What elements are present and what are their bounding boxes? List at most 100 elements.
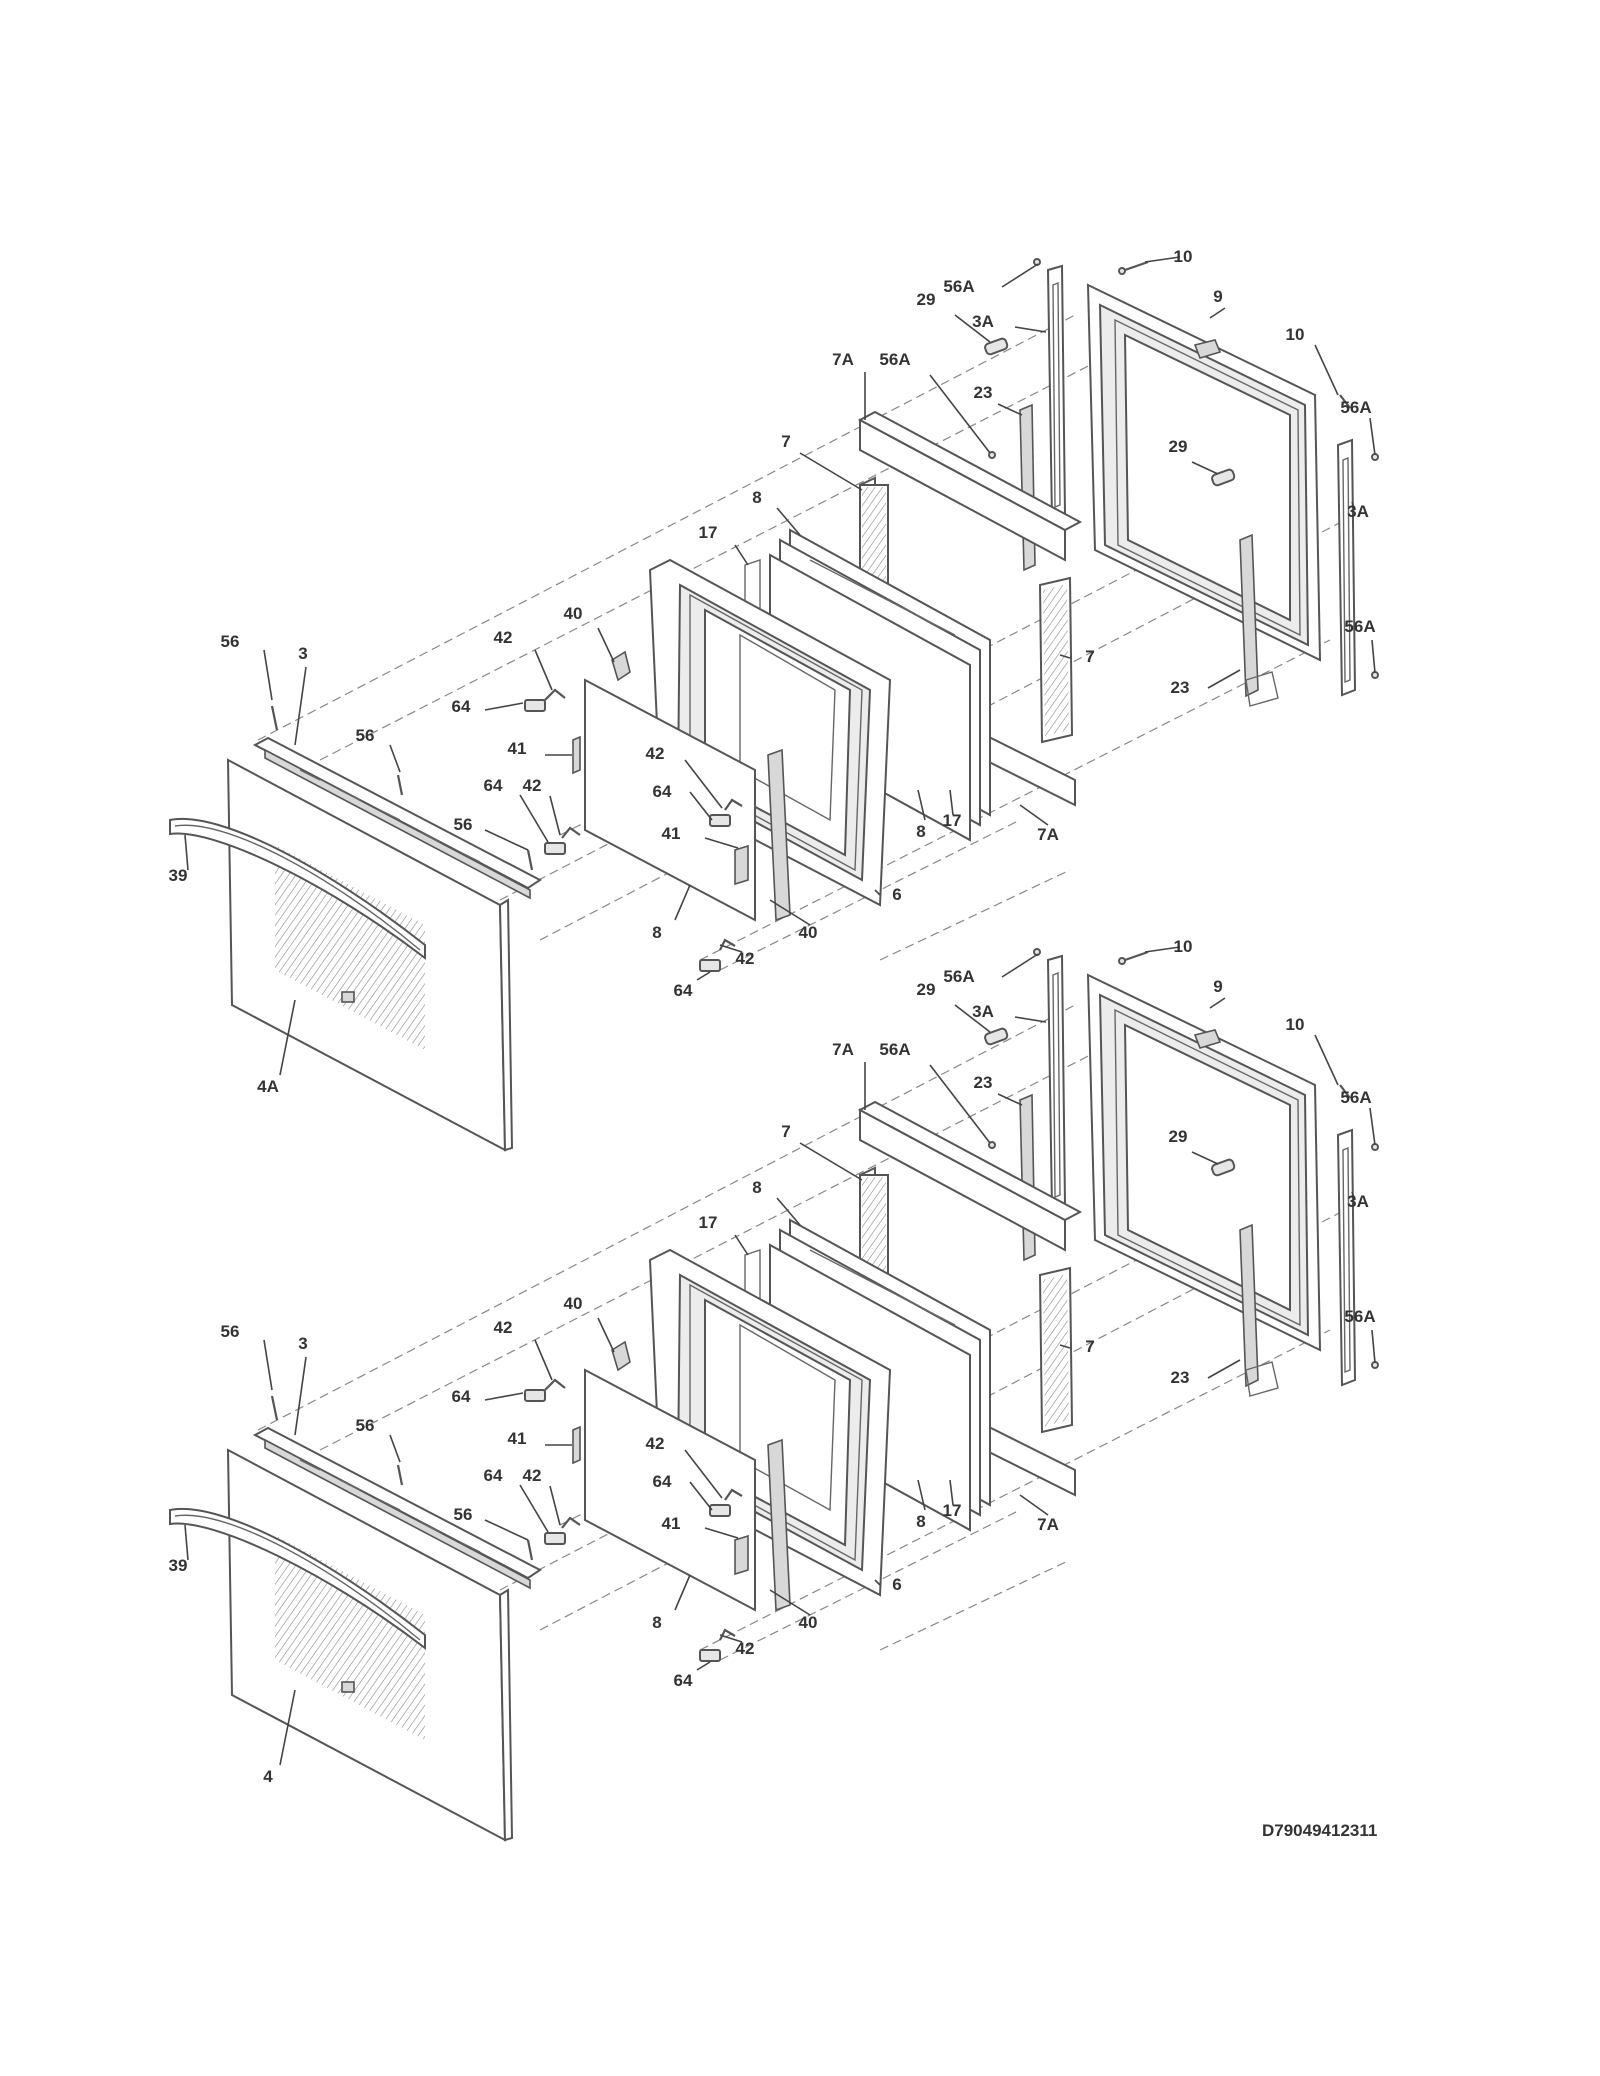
part-callout-label: 8 xyxy=(752,488,761,507)
leader-line xyxy=(519,794,549,843)
leader-line xyxy=(1144,256,1181,263)
leader-line xyxy=(549,1485,561,1526)
part-callout-label: 56 xyxy=(454,815,473,834)
leader-line xyxy=(929,374,991,454)
part-callout-label: 39 xyxy=(169,1556,188,1575)
leader-line xyxy=(734,1234,749,1256)
part-callout-label: 10 xyxy=(1174,247,1193,266)
part-callout-label: 56 xyxy=(454,1505,473,1524)
leader-line xyxy=(719,944,743,953)
part-callout-label: 23 xyxy=(1171,1368,1190,1387)
diagram-id: D79049412311 xyxy=(1262,1821,1377,1840)
part-callout-label: 4 xyxy=(263,1767,273,1786)
part-callout-label: 23 xyxy=(1171,678,1190,697)
part-callout-label: 64 xyxy=(452,697,471,716)
leader-line xyxy=(769,1589,811,1616)
part-callout-label: 56A xyxy=(1340,1088,1371,1107)
leader-line xyxy=(776,1197,801,1226)
part-callout-label: 42 xyxy=(523,1466,542,1485)
leader-line xyxy=(997,403,1023,416)
leader-line xyxy=(1209,307,1226,319)
part-callout-label: 3 xyxy=(298,1334,307,1353)
part-callout-label: 3 xyxy=(298,644,307,663)
part-callout-label: 7A xyxy=(832,350,854,369)
leader-line xyxy=(696,971,711,981)
leader-line xyxy=(1207,669,1241,689)
part-callout-label: 40 xyxy=(799,923,818,942)
part-callout-label: 17 xyxy=(943,1501,962,1520)
leader-line xyxy=(1014,326,1047,333)
part-callout-label: 56 xyxy=(356,1416,375,1435)
leader-line xyxy=(389,1434,401,1463)
leader-line xyxy=(997,1093,1023,1106)
leader-line xyxy=(184,834,189,871)
leader-line xyxy=(1059,654,1071,659)
leader-line xyxy=(294,666,307,746)
part-callout-label: 6 xyxy=(892,1575,901,1594)
leader-line xyxy=(769,899,811,926)
leader-line xyxy=(549,795,561,836)
part-callout-label: 41 xyxy=(508,739,527,758)
upper-door-assembly xyxy=(168,257,1380,1152)
part-callout-label: 56 xyxy=(221,1322,240,1341)
part-callout-label: 29 xyxy=(917,290,936,309)
part-callout-label: 56 xyxy=(356,726,375,745)
part-callout-label: 8 xyxy=(916,822,925,841)
part-callout-label: 3A xyxy=(972,312,994,331)
part-callout-label: 56A xyxy=(1344,617,1375,636)
leader-line xyxy=(534,649,553,691)
part-callout-label: 64 xyxy=(484,1466,503,1485)
part-callout-label: 41 xyxy=(662,1514,681,1533)
part-callout-label: 10 xyxy=(1286,1015,1305,1034)
leader-line xyxy=(1001,263,1039,288)
part-callout-label: 56A xyxy=(943,277,974,296)
part-callout-label: 56A xyxy=(879,1040,910,1059)
part-callout-label: 41 xyxy=(662,824,681,843)
leader-line xyxy=(929,1064,991,1144)
part-callout-label: 64 xyxy=(653,1472,672,1491)
part-callout-label: 40 xyxy=(799,1613,818,1632)
leader-line xyxy=(917,789,926,821)
leader-line xyxy=(279,999,296,1076)
leader-line xyxy=(949,1479,954,1506)
part-callout-label: 4A xyxy=(257,1077,279,1096)
leader-line xyxy=(279,1689,296,1766)
leader-line xyxy=(1209,997,1226,1009)
leader-line xyxy=(597,627,615,663)
part-callout-label: 7A xyxy=(1037,825,1059,844)
part-callout-label: 56A xyxy=(1344,1307,1375,1326)
part-callout-label: 29 xyxy=(1169,1127,1188,1146)
leader-line xyxy=(719,1634,743,1643)
part-callout-label: 3A xyxy=(1347,502,1369,521)
leader-line xyxy=(689,791,713,821)
part-callout-label: 17 xyxy=(943,811,962,830)
part-callout-label: 17 xyxy=(699,1213,718,1232)
leader-line xyxy=(1059,1344,1071,1349)
part-callout-label: 64 xyxy=(653,782,672,801)
part-callout-label: 29 xyxy=(1169,437,1188,456)
part-callout-label: 42 xyxy=(494,1318,513,1337)
leader-line xyxy=(597,1317,615,1353)
part-callout-label: 23 xyxy=(974,383,993,402)
part-callout-label: 42 xyxy=(736,1639,755,1658)
leader-line xyxy=(184,1524,189,1561)
leader-line xyxy=(949,789,954,816)
part-callout-label: 29 xyxy=(917,980,936,999)
leader-line xyxy=(1019,1494,1049,1516)
leader-line xyxy=(689,1481,713,1511)
leader-line xyxy=(263,1339,273,1391)
part-callout-label: 7A xyxy=(832,1040,854,1059)
leader-line xyxy=(1207,1359,1241,1379)
leader-line xyxy=(799,452,863,491)
part-callout-label: 64 xyxy=(674,1671,693,1690)
part-callout-label: 41 xyxy=(508,1429,527,1448)
leader-line xyxy=(534,1339,553,1381)
leader-line xyxy=(519,1484,549,1533)
leader-line xyxy=(799,1142,863,1181)
leader-line xyxy=(484,1392,524,1401)
leader-line xyxy=(734,544,749,566)
leader-line xyxy=(1191,1151,1219,1165)
leader-line xyxy=(389,744,401,773)
